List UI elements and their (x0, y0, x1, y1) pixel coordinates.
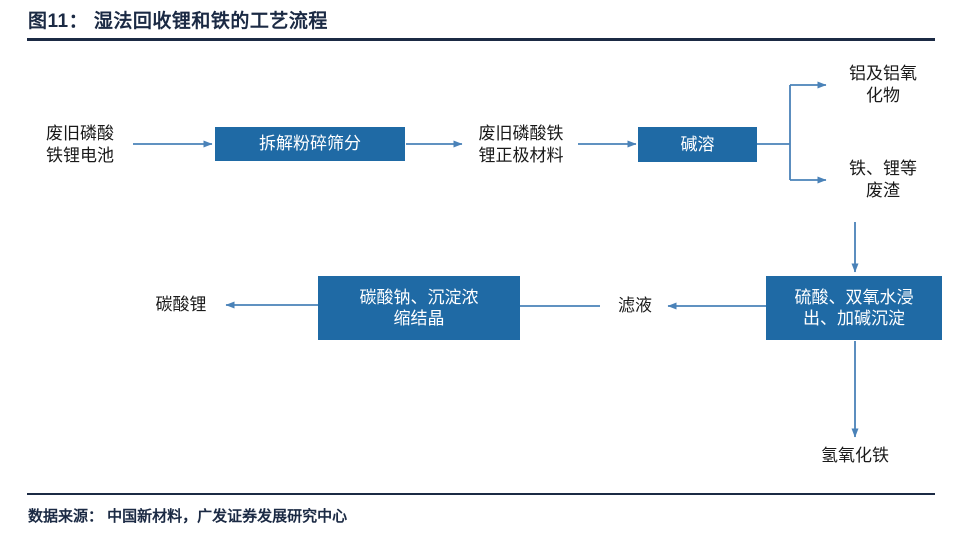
figure-header: 图11： 湿法回收锂和铁的工艺流程 (0, 0, 962, 44)
node-lithium-carbonate: 碳酸锂 (140, 292, 222, 318)
node-iron-lithium-slag-line2: 废渣 (866, 181, 900, 200)
node-filtrate-label: 滤液 (618, 295, 652, 315)
node-iron-lithium-slag-line1: 铁、锂等 (849, 158, 917, 178)
footer-divider (27, 493, 935, 495)
node-ferric-hydroxide: 氢氧化铁 (802, 443, 908, 469)
node-aluminum-and-alumina: 铝及铝氧 化物 (830, 57, 936, 113)
node-acid-leach-precipitation: 硫酸、双氧水浸 出、加碱沉淀 (766, 276, 942, 340)
node-iron-lithium-slag: 铁、锂等 废渣 (830, 152, 936, 208)
node-aluminum-and-alumina-line1: 铝及铝氧 (849, 63, 917, 83)
node-alkali-dissolution-label: 碱溶 (680, 134, 715, 154)
node-cathode-material: 废旧磷酸铁 锂正极材料 (463, 116, 579, 174)
node-acid-leach-line2: 出、加碱沉淀 (803, 309, 905, 328)
node-sodium-carbonate-crystallization: 碳酸钠、沉淀浓 缩结晶 (318, 276, 520, 340)
node-cathode-material-line2: 锂正极材料 (478, 146, 564, 165)
node-waste-battery-line1: 废旧磷酸 (46, 123, 114, 143)
node-acid-leach-line1: 硫酸、双氧水浸 (794, 287, 914, 307)
node-sodium-carbonate-line1: 碳酸钠、沉淀浓 (359, 287, 479, 307)
node-alkali-dissolution: 碱溶 (638, 127, 757, 162)
node-lithium-carbonate-label: 碳酸锂 (155, 294, 207, 314)
node-dismantle-label: 拆解粉碎筛分 (259, 134, 361, 154)
node-waste-battery-line2: 铁锂电池 (46, 146, 114, 165)
figure-source: 数据来源： 中国新材料，广发证券发展研究中心 (28, 508, 348, 525)
node-dismantle-crush-screen: 拆解粉碎筛分 (215, 127, 405, 161)
node-sodium-carbonate-line2: 缩结晶 (393, 309, 445, 328)
node-cathode-material-line1: 废旧磷酸铁 (478, 123, 564, 143)
node-waste-battery: 废旧磷酸 铁锂电池 (26, 116, 134, 174)
node-filtrate: 滤液 (604, 293, 666, 319)
figure-title: 图11： 湿法回收锂和铁的工艺流程 (28, 11, 328, 32)
node-ferric-hydroxide-label: 氢氧化铁 (821, 445, 889, 465)
node-aluminum-and-alumina-line2: 化物 (866, 86, 900, 105)
header-divider (27, 38, 935, 41)
